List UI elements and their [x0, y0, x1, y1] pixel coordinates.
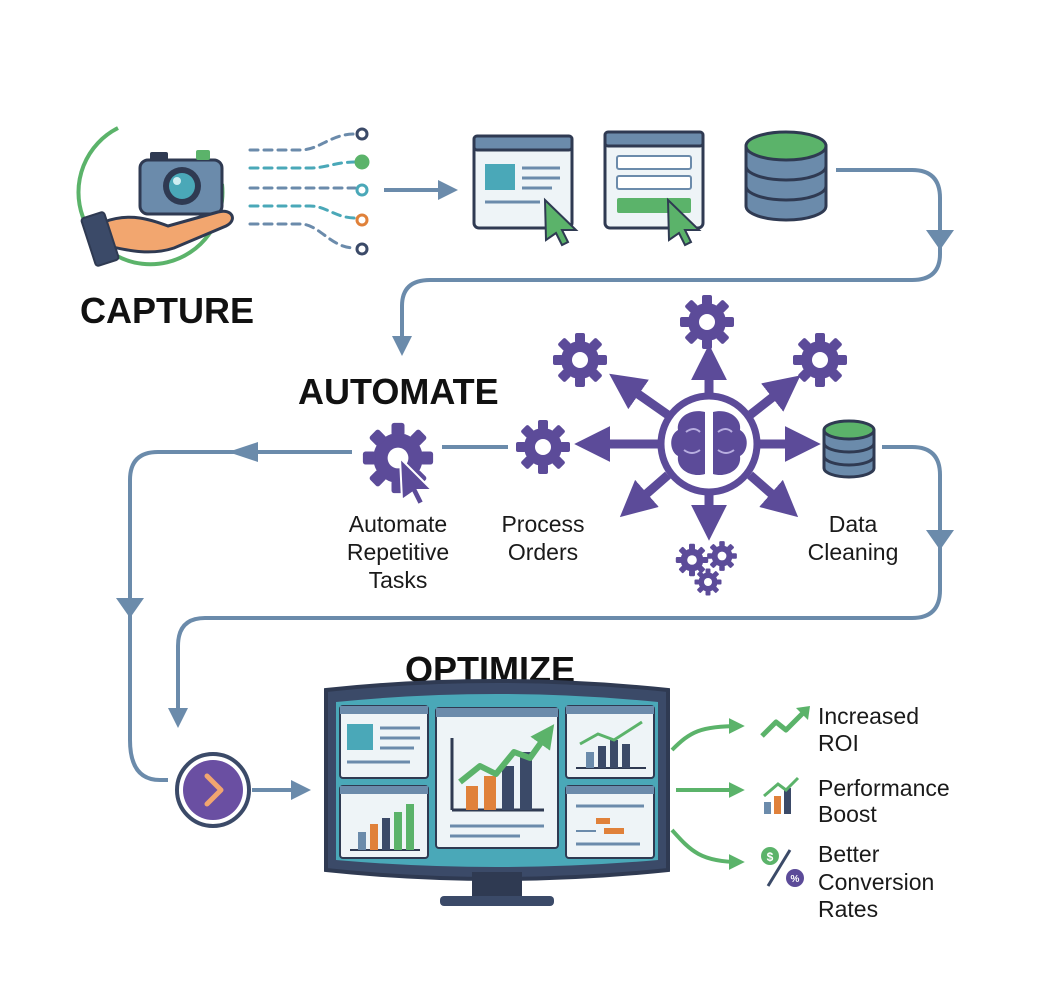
svg-text:Increased: Increased	[818, 703, 919, 729]
svg-text:Data: Data	[829, 511, 878, 537]
svg-text:Performance: Performance	[818, 775, 950, 801]
flow-arrowhead	[926, 530, 954, 550]
data-stream-lines	[248, 132, 357, 250]
svg-text:Orders: Orders	[508, 539, 578, 565]
svg-text:Repetitive: Repetitive	[347, 539, 449, 565]
svg-text:ROI: ROI	[818, 730, 859, 756]
svg-text:Conversion: Conversion	[818, 869, 934, 895]
svg-text:Process: Process	[501, 511, 584, 537]
flow-arrowhead	[228, 442, 258, 462]
outcome-increased-roi: Increased ROI	[818, 703, 919, 756]
form-window-icon	[603, 130, 705, 230]
outcome-performance-boost: Performance Boost	[818, 775, 950, 827]
flow-line-capture-to-automate	[392, 168, 942, 356]
outcome-better-conversion: Better Conversion Rates	[818, 841, 934, 922]
dollar-percent-icon: $ %	[761, 847, 804, 887]
play-button-icon	[175, 752, 251, 828]
flow-arrowhead	[116, 598, 144, 618]
automation-gear-icon	[362, 422, 435, 507]
gear-icon	[553, 333, 607, 387]
svg-text:Rates: Rates	[818, 896, 878, 922]
svg-text:%: %	[791, 874, 800, 885]
label-process-orders: Process Orders	[501, 511, 584, 565]
gear-icon	[793, 333, 847, 387]
label-data-cleaning: Data Cleaning	[808, 511, 899, 565]
svg-text:Better: Better	[818, 841, 880, 867]
bar-growth-icon	[763, 776, 800, 814]
dashboard-monitor	[324, 679, 670, 906]
svg-text:$: $	[767, 850, 774, 864]
gear-icon	[516, 420, 570, 474]
capture-title: CAPTURE	[80, 290, 254, 331]
outcome-connectors	[670, 718, 745, 870]
data-stream-nodes	[354, 127, 370, 256]
database-icon	[744, 130, 828, 222]
label-automate-repetitive: Automate Repetitive Tasks	[347, 511, 449, 593]
svg-text:Boost: Boost	[818, 801, 877, 827]
brain-hub-icon	[657, 392, 761, 496]
capture-section: CAPTURE	[76, 126, 370, 331]
svg-text:Automate: Automate	[349, 511, 447, 537]
cursor-icon	[666, 197, 702, 247]
svg-text:Tasks: Tasks	[369, 567, 428, 593]
trend-up-icon	[760, 706, 810, 738]
automate-title: AUTOMATE	[298, 371, 499, 412]
camera-hand-icon	[76, 126, 234, 267]
svg-text:Cleaning: Cleaning	[808, 539, 899, 565]
gear-icon	[680, 295, 734, 349]
cursor-icon	[543, 197, 579, 247]
flow-line-cleaning-to-optimize	[168, 445, 942, 728]
gears-cluster-icon	[675, 541, 737, 596]
database-icon	[822, 419, 876, 479]
flow-arrowhead	[926, 230, 954, 250]
